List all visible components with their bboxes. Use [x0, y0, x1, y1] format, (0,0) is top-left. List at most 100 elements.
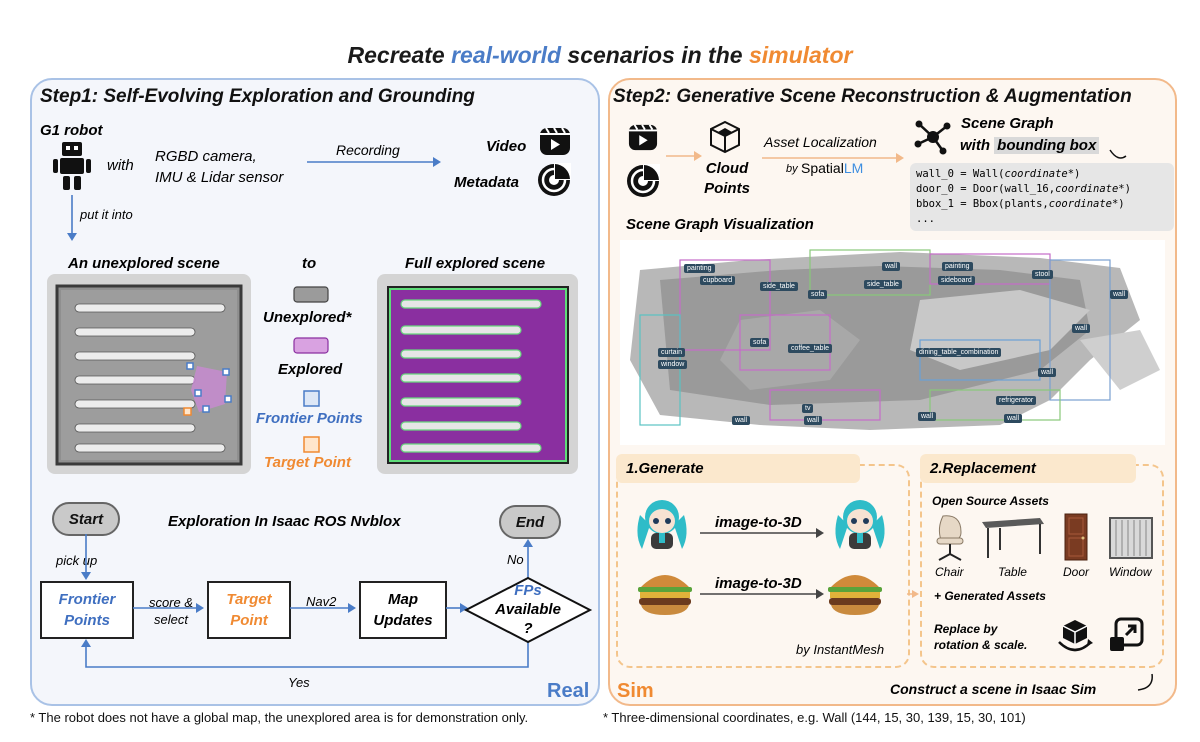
step1-title: Step1: Self-Evolving Exploration and Gro…	[40, 86, 475, 107]
lm-text: LM	[843, 160, 864, 176]
code-line-3: bbox_1 = Bbox(plants,coordinate*)	[916, 197, 1168, 212]
scene-graph-visualization: painting cupboard side_table sofa side_t…	[620, 240, 1165, 445]
sensor-list: RGBD camera, IMU & Lidar sensor	[155, 146, 283, 188]
bounding-box-text: bounding box	[994, 137, 1100, 154]
question-label: ?	[523, 620, 533, 637]
scene-tag: wall	[1038, 368, 1057, 377]
footnote-left: * The robot does not have a global map, …	[30, 710, 529, 725]
door-icon	[1064, 513, 1088, 561]
video-clip-icon-2	[628, 124, 658, 151]
footnote-right: * Three-dimensional coordinates, e.g. Wa…	[603, 710, 1026, 725]
code-line-3-post: *)	[1111, 198, 1125, 210]
nav2-label: Nav2	[306, 594, 337, 609]
yes-label: Yes	[288, 675, 310, 690]
construct-label: Construct a scene in Isaac Sim	[890, 681, 1097, 697]
scene-tag: stool	[1032, 270, 1053, 279]
asset-window-label: Window	[1109, 565, 1152, 579]
scene-tag: sideboard	[938, 276, 975, 285]
step2-title: Step2: Generative Scene Reconstruction &…	[613, 86, 1132, 107]
legend-explored-label: Explored	[278, 361, 343, 378]
target-point-node: Target Point	[207, 581, 291, 639]
robot-icon	[53, 142, 91, 190]
end-node: End	[499, 505, 561, 539]
replace-line-1: Replace by	[934, 622, 998, 636]
generate-header: 1.Generate	[616, 454, 860, 483]
title-simulator: simulator	[748, 42, 853, 68]
scene-tag: wall	[732, 416, 751, 425]
recording-label: Recording	[336, 142, 400, 158]
open-source-label: Open Source Assets	[932, 494, 1049, 508]
legend-frontier-swatch	[303, 390, 320, 407]
point-cloud	[630, 249, 1160, 430]
robot-label: G1 robot	[40, 122, 103, 139]
scene-tag: wall	[1072, 324, 1091, 333]
scene-graph-icon	[914, 120, 951, 155]
scene-tag: wall	[918, 412, 937, 421]
to-label: to	[302, 255, 317, 272]
code-line-1-em: coordinate	[1004, 168, 1068, 180]
legend-frontier-label: Frontier Points	[256, 410, 363, 427]
cube-icon	[710, 120, 740, 154]
generated-assets-label: + Generated Assets	[934, 589, 1046, 603]
miku-3d-icon	[835, 500, 885, 549]
put-into-label: put it into	[80, 207, 133, 222]
scene-tag: side_table	[864, 280, 902, 289]
scene-graph-code: wall_0 = Wall(coordinate*) door_0 = Door…	[910, 163, 1174, 231]
window-icon	[1109, 517, 1153, 559]
with-label: with	[107, 157, 134, 174]
no-label: No	[507, 552, 524, 567]
scene-tag: curtain	[658, 348, 686, 357]
scene-tag: wall	[1004, 414, 1023, 423]
scene-tag: refrigerator	[996, 396, 1037, 405]
legend-unexplored-label: Unexplored*	[263, 309, 352, 326]
code-line-2-pre: door_0 = Door(wall_16,	[916, 183, 1056, 195]
replacement-header: 2.Replacement	[920, 454, 1136, 483]
unexplored-map	[55, 284, 243, 466]
asset-localization-label: Asset Localization	[764, 134, 877, 150]
unexplored-scene-label: An unexplored scene	[68, 255, 220, 272]
table-icon	[982, 518, 1044, 558]
scene-tag: painting	[942, 262, 973, 271]
image-to-3d-label-1: image-to-3D	[715, 514, 802, 531]
scene-tag: wall	[1110, 290, 1129, 299]
title-prefix: Recreate	[347, 42, 452, 68]
construct-curve	[1137, 673, 1153, 691]
fps-label: FPs	[514, 582, 542, 599]
available-label: Available	[495, 601, 561, 618]
real-corner-label: Real	[547, 680, 590, 702]
metadata-icon	[538, 163, 571, 196]
localization-arrow	[762, 153, 904, 163]
video-label: Video	[486, 138, 527, 155]
asset-door-label: Door	[1063, 565, 1090, 579]
scale-icon	[1110, 617, 1144, 651]
scene-tag: wall	[804, 416, 823, 425]
code-line-1-post: *)	[1067, 168, 1081, 180]
sim-corner-label: Sim	[617, 680, 654, 702]
frontier-points-node: Frontier Points	[40, 581, 134, 639]
code-line-1-pre: wall_0 = Wall(	[916, 168, 1005, 180]
sensor-line-1: RGBD camera,	[155, 148, 257, 165]
with-text: with	[960, 137, 995, 154]
code-line-2-em: coordinate	[1055, 183, 1119, 195]
scene-tag: coffee_table	[788, 344, 833, 353]
score-select-label: score & select	[148, 595, 194, 627]
code-line-4: ...	[916, 212, 1168, 227]
full-scene-label: Full explored scene	[405, 255, 546, 272]
asset-table-label: Table	[998, 565, 1027, 579]
rotate-cube-icon	[1058, 620, 1093, 652]
asset-chair-label: Chair	[935, 565, 964, 579]
recording-arrow	[307, 157, 441, 167]
input-arrow	[666, 151, 702, 161]
metadata-label: Metadata	[454, 174, 520, 191]
scene-tag: cupboard	[700, 276, 736, 285]
code-line-3-pre: bbox_1 = Bbox(plants,	[916, 198, 1049, 210]
code-line-3-em: coordinate	[1048, 198, 1112, 210]
sg-visualization-label: Scene Graph Visualization	[626, 216, 814, 233]
scene-graph-bbox-label: with bounding box	[960, 137, 1100, 154]
miku-figure-icon	[637, 500, 687, 549]
map-updates-node: Map Updates	[359, 581, 447, 639]
title-real-world: real-world	[451, 42, 562, 68]
replace-label: Replace by rotation & scale.	[934, 621, 1027, 653]
